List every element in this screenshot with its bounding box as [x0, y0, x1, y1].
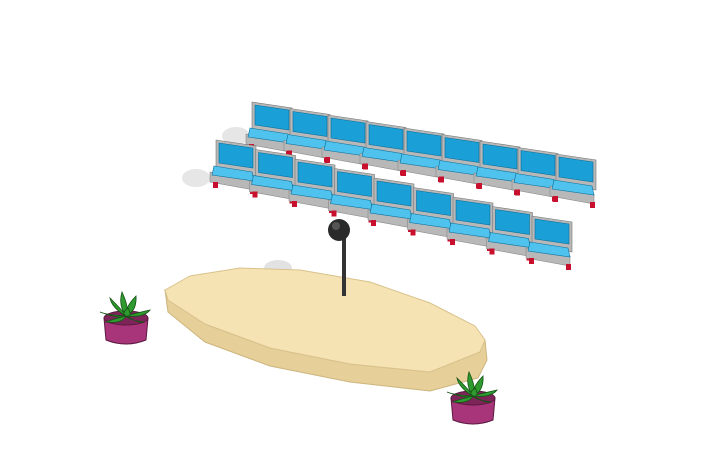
chair-rows — [209, 101, 597, 270]
chair-foot — [515, 189, 520, 196]
stage-platform[interactable] — [164, 267, 488, 392]
potted-plant[interactable] — [99, 290, 151, 345]
chair-foot — [287, 150, 292, 157]
chair[interactable] — [525, 215, 573, 270]
chair[interactable] — [407, 187, 454, 242]
chair[interactable] — [283, 108, 331, 163]
chair-backrest — [520, 150, 556, 176]
chair-foot — [410, 229, 416, 236]
chair-foot — [252, 191, 258, 198]
chair-seat — [551, 179, 595, 196]
chair-backrest — [218, 142, 254, 169]
chair[interactable] — [249, 149, 296, 204]
chair-backrest — [330, 117, 366, 144]
chair-foot — [529, 258, 534, 264]
chair-foot — [401, 170, 406, 176]
chair-backrest — [482, 143, 518, 170]
plant-leaf — [104, 315, 127, 323]
chair[interactable] — [367, 177, 415, 232]
chair-foot — [439, 176, 444, 183]
plant-leaf — [125, 315, 146, 323]
chair-foot — [331, 210, 337, 217]
chair[interactable] — [435, 134, 483, 189]
chair[interactable] — [446, 196, 494, 251]
chair-foot — [477, 183, 482, 189]
plant-leaf — [470, 387, 478, 397]
chair-foot — [553, 196, 558, 202]
plant-leaf — [125, 309, 151, 317]
plant-leaf — [472, 395, 493, 403]
chair-backrest — [444, 137, 480, 163]
chair-backrest — [406, 130, 442, 157]
chair[interactable] — [473, 140, 521, 195]
plant-leaf — [123, 307, 131, 317]
plant-leaf — [451, 395, 474, 403]
chair-foot — [292, 201, 297, 207]
chair[interactable] — [209, 139, 257, 194]
chair-shadow — [182, 169, 210, 187]
chair-shadow — [222, 127, 250, 145]
potted-plant[interactable] — [446, 370, 498, 425]
chair-backrest — [258, 152, 293, 178]
chair-backrest — [292, 111, 328, 137]
plant-leaf — [472, 389, 498, 397]
chair[interactable] — [321, 114, 369, 169]
chair-foot — [590, 202, 595, 208]
chair-foot — [566, 264, 571, 270]
chair-backrest — [297, 161, 333, 188]
chair-backrest — [337, 171, 372, 197]
chair-backrest — [416, 190, 451, 216]
mic-pole — [342, 234, 346, 296]
chair[interactable] — [328, 168, 375, 223]
chair-backrest — [558, 156, 594, 183]
chair[interactable] — [397, 127, 445, 182]
chair[interactable] — [288, 158, 336, 213]
potted-plants — [99, 290, 498, 425]
stage-top — [164, 267, 486, 373]
chair[interactable] — [486, 206, 533, 261]
mic-highlight — [332, 222, 340, 230]
chair-backrest — [495, 209, 530, 235]
chair-foot — [213, 182, 218, 188]
chair-foot — [371, 220, 376, 226]
chair-backrest — [368, 124, 404, 150]
chair-foot — [489, 248, 495, 255]
chair-backrest — [254, 104, 290, 131]
plant-leaf — [99, 311, 127, 318]
chair[interactable] — [511, 147, 559, 202]
chair-backrest — [376, 180, 412, 207]
chair-seat — [527, 241, 571, 258]
chair-foot — [450, 239, 455, 245]
mic-head — [328, 219, 350, 241]
chair[interactable] — [549, 153, 597, 208]
microphone-stand[interactable] — [328, 219, 350, 296]
chair-foot — [325, 157, 330, 163]
chair-backrest — [455, 199, 491, 226]
chair-backrest — [534, 218, 570, 245]
chair-foot — [363, 163, 368, 170]
plant-leaf — [446, 391, 474, 398]
